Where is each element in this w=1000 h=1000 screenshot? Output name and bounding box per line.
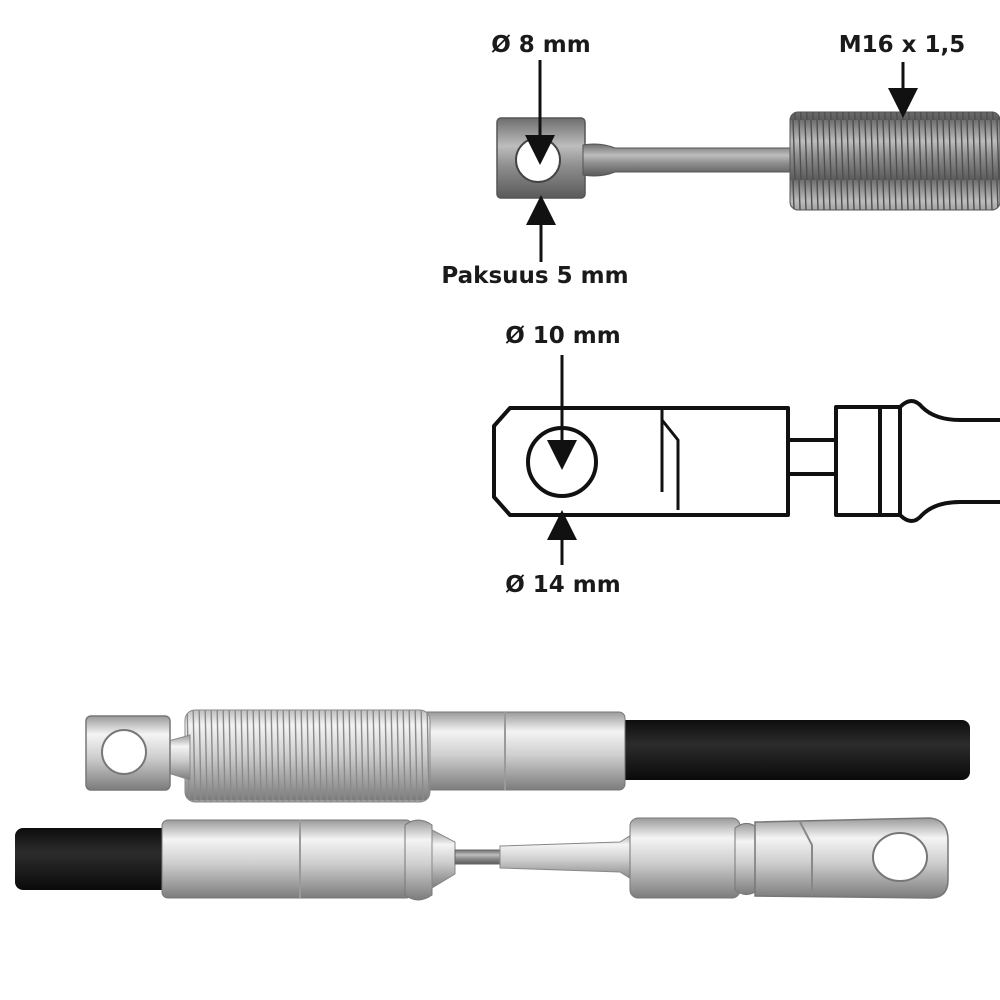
thread-spec-label: M16 x 1,5: [839, 32, 966, 58]
threaded-section: [789, 111, 1000, 211]
ferrule-taper: [431, 829, 456, 889]
ferrule-lower: [161, 819, 413, 899]
fork-slot-line-2: [660, 419, 680, 510]
collar-outline: [834, 405, 882, 517]
threaded-section-lower: [184, 709, 431, 803]
cable-sheath-lower: [15, 828, 175, 890]
threaded-eye-terminal: [496, 111, 1000, 211]
ferrule-groove: [404, 819, 433, 901]
cable-end-upper: [85, 709, 970, 803]
cable-sheath-upper: [615, 720, 970, 780]
eye-hole-diameter-label: Ø 8 mm: [491, 32, 591, 58]
eye-thickness-label: Paksuus 5 mm: [441, 263, 628, 289]
eye-hole-lower: [101, 729, 147, 775]
eye-hole: [515, 137, 561, 183]
fork-hole-lower: [872, 832, 928, 882]
fork-body-diameter-label: Ø 14 mm: [505, 572, 621, 598]
dimension-annotations-middle: Ø 10 mm Ø 14 mm: [505, 323, 621, 598]
rod-end-outline: [880, 399, 1000, 523]
fork-body-outline: [492, 406, 790, 517]
rod-collar: [629, 817, 741, 899]
eye-neck: [582, 143, 791, 177]
dimension-annotations-top: Ø 8 mm M16 x 1,5 Paksuus 5 mm: [441, 32, 965, 289]
pin-outline: [788, 438, 836, 476]
fork-terminal-drawing: [492, 399, 1000, 523]
fork-hole-diameter-label: Ø 10 mm: [505, 323, 621, 349]
cable-end-lower: [15, 817, 949, 901]
rod-shaft: [499, 831, 637, 883]
ferrule-upper: [419, 711, 626, 791]
fork-slot-lower: [799, 821, 813, 895]
inner-wire: [454, 849, 506, 865]
